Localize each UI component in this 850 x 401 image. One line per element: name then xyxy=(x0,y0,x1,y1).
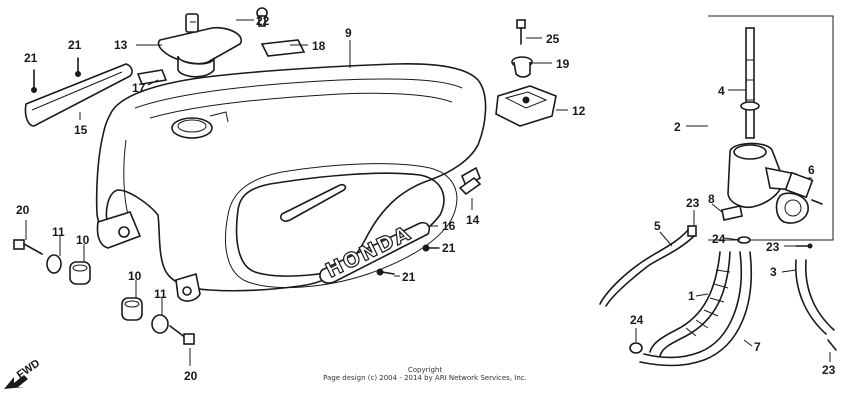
strap-14 xyxy=(458,176,482,196)
callout-21d: 21 xyxy=(402,270,416,284)
callout-20b: 20 xyxy=(184,369,198,383)
callout-2: 2 xyxy=(674,120,681,134)
leader-lines xyxy=(25,19,831,366)
pad-17 xyxy=(136,69,168,85)
callout-21b: 21 xyxy=(68,38,82,52)
mount-12 xyxy=(495,85,557,127)
copyright-line: Page design (c) 2004 - 2014 by ARI Netwo… xyxy=(323,374,527,382)
fwd-arrow-icon xyxy=(4,375,28,389)
screw-21-d xyxy=(376,268,395,276)
callout-22: 22 xyxy=(256,14,270,28)
callout-18: 18 xyxy=(312,39,326,53)
bolt-22 xyxy=(256,7,268,27)
clip-24-b xyxy=(629,342,643,354)
fwd-arrow: FWD xyxy=(4,357,42,389)
collar-11-a xyxy=(46,254,62,274)
callout-23b: 23 xyxy=(766,240,780,254)
callout-24b: 24 xyxy=(630,313,644,327)
callouts: 1 2 3 4 5 6 7 8 9 10 10 11 11 12 13 14 1… xyxy=(16,14,836,383)
callout-17: 17 xyxy=(132,81,146,95)
callout-14: 14 xyxy=(466,213,480,227)
clip-23-c xyxy=(827,339,837,351)
grommet-10-b xyxy=(121,297,143,321)
grommet-10-a xyxy=(69,261,91,285)
pad-18 xyxy=(260,39,306,57)
callout-5: 5 xyxy=(654,219,661,233)
bolt-25 xyxy=(516,19,526,45)
hose-1 xyxy=(649,251,731,357)
callout-23a: 23 xyxy=(686,196,700,210)
callout-10b: 10 xyxy=(128,269,142,283)
fuel-valve-panel xyxy=(708,15,834,241)
collar-11-b xyxy=(151,314,169,334)
callout-16: 16 xyxy=(442,219,456,233)
callout-9: 9 xyxy=(345,26,352,40)
fuel-cap-assembly xyxy=(157,13,243,78)
screw-21-a xyxy=(31,69,37,93)
bolt-20-b xyxy=(169,325,195,345)
hose-3 xyxy=(795,259,835,335)
callout-11a: 11 xyxy=(52,225,65,239)
callout-24a: 24 xyxy=(712,232,726,246)
hose-7 xyxy=(639,251,752,367)
callout-10a: 10 xyxy=(76,233,90,247)
callout-4: 4 xyxy=(718,84,725,98)
callout-3: 3 xyxy=(770,265,777,279)
clip-23-a xyxy=(687,225,697,237)
fuel-tank xyxy=(95,63,487,302)
callout-13: 13 xyxy=(114,38,128,52)
clip-23-b xyxy=(795,243,813,249)
callout-23c: 23 xyxy=(822,363,836,377)
bolt-20-a xyxy=(13,239,43,255)
callout-6: 6 xyxy=(808,163,815,177)
callout-25: 25 xyxy=(546,32,560,46)
callout-7: 7 xyxy=(754,340,761,354)
callout-21c: 21 xyxy=(442,241,456,255)
screw-21-b xyxy=(75,57,81,77)
copyright-title: Copyright xyxy=(407,366,443,374)
hose-5 xyxy=(599,229,695,307)
callout-15: 15 xyxy=(74,123,88,137)
callout-1: 1 xyxy=(688,289,695,303)
grommet-19 xyxy=(511,56,533,78)
callout-19: 19 xyxy=(556,57,570,71)
callout-21a: 21 xyxy=(24,51,38,65)
callout-20a: 20 xyxy=(16,203,30,217)
callout-8: 8 xyxy=(708,192,715,206)
callout-12: 12 xyxy=(572,104,586,118)
callout-11b: 11 xyxy=(154,287,167,301)
